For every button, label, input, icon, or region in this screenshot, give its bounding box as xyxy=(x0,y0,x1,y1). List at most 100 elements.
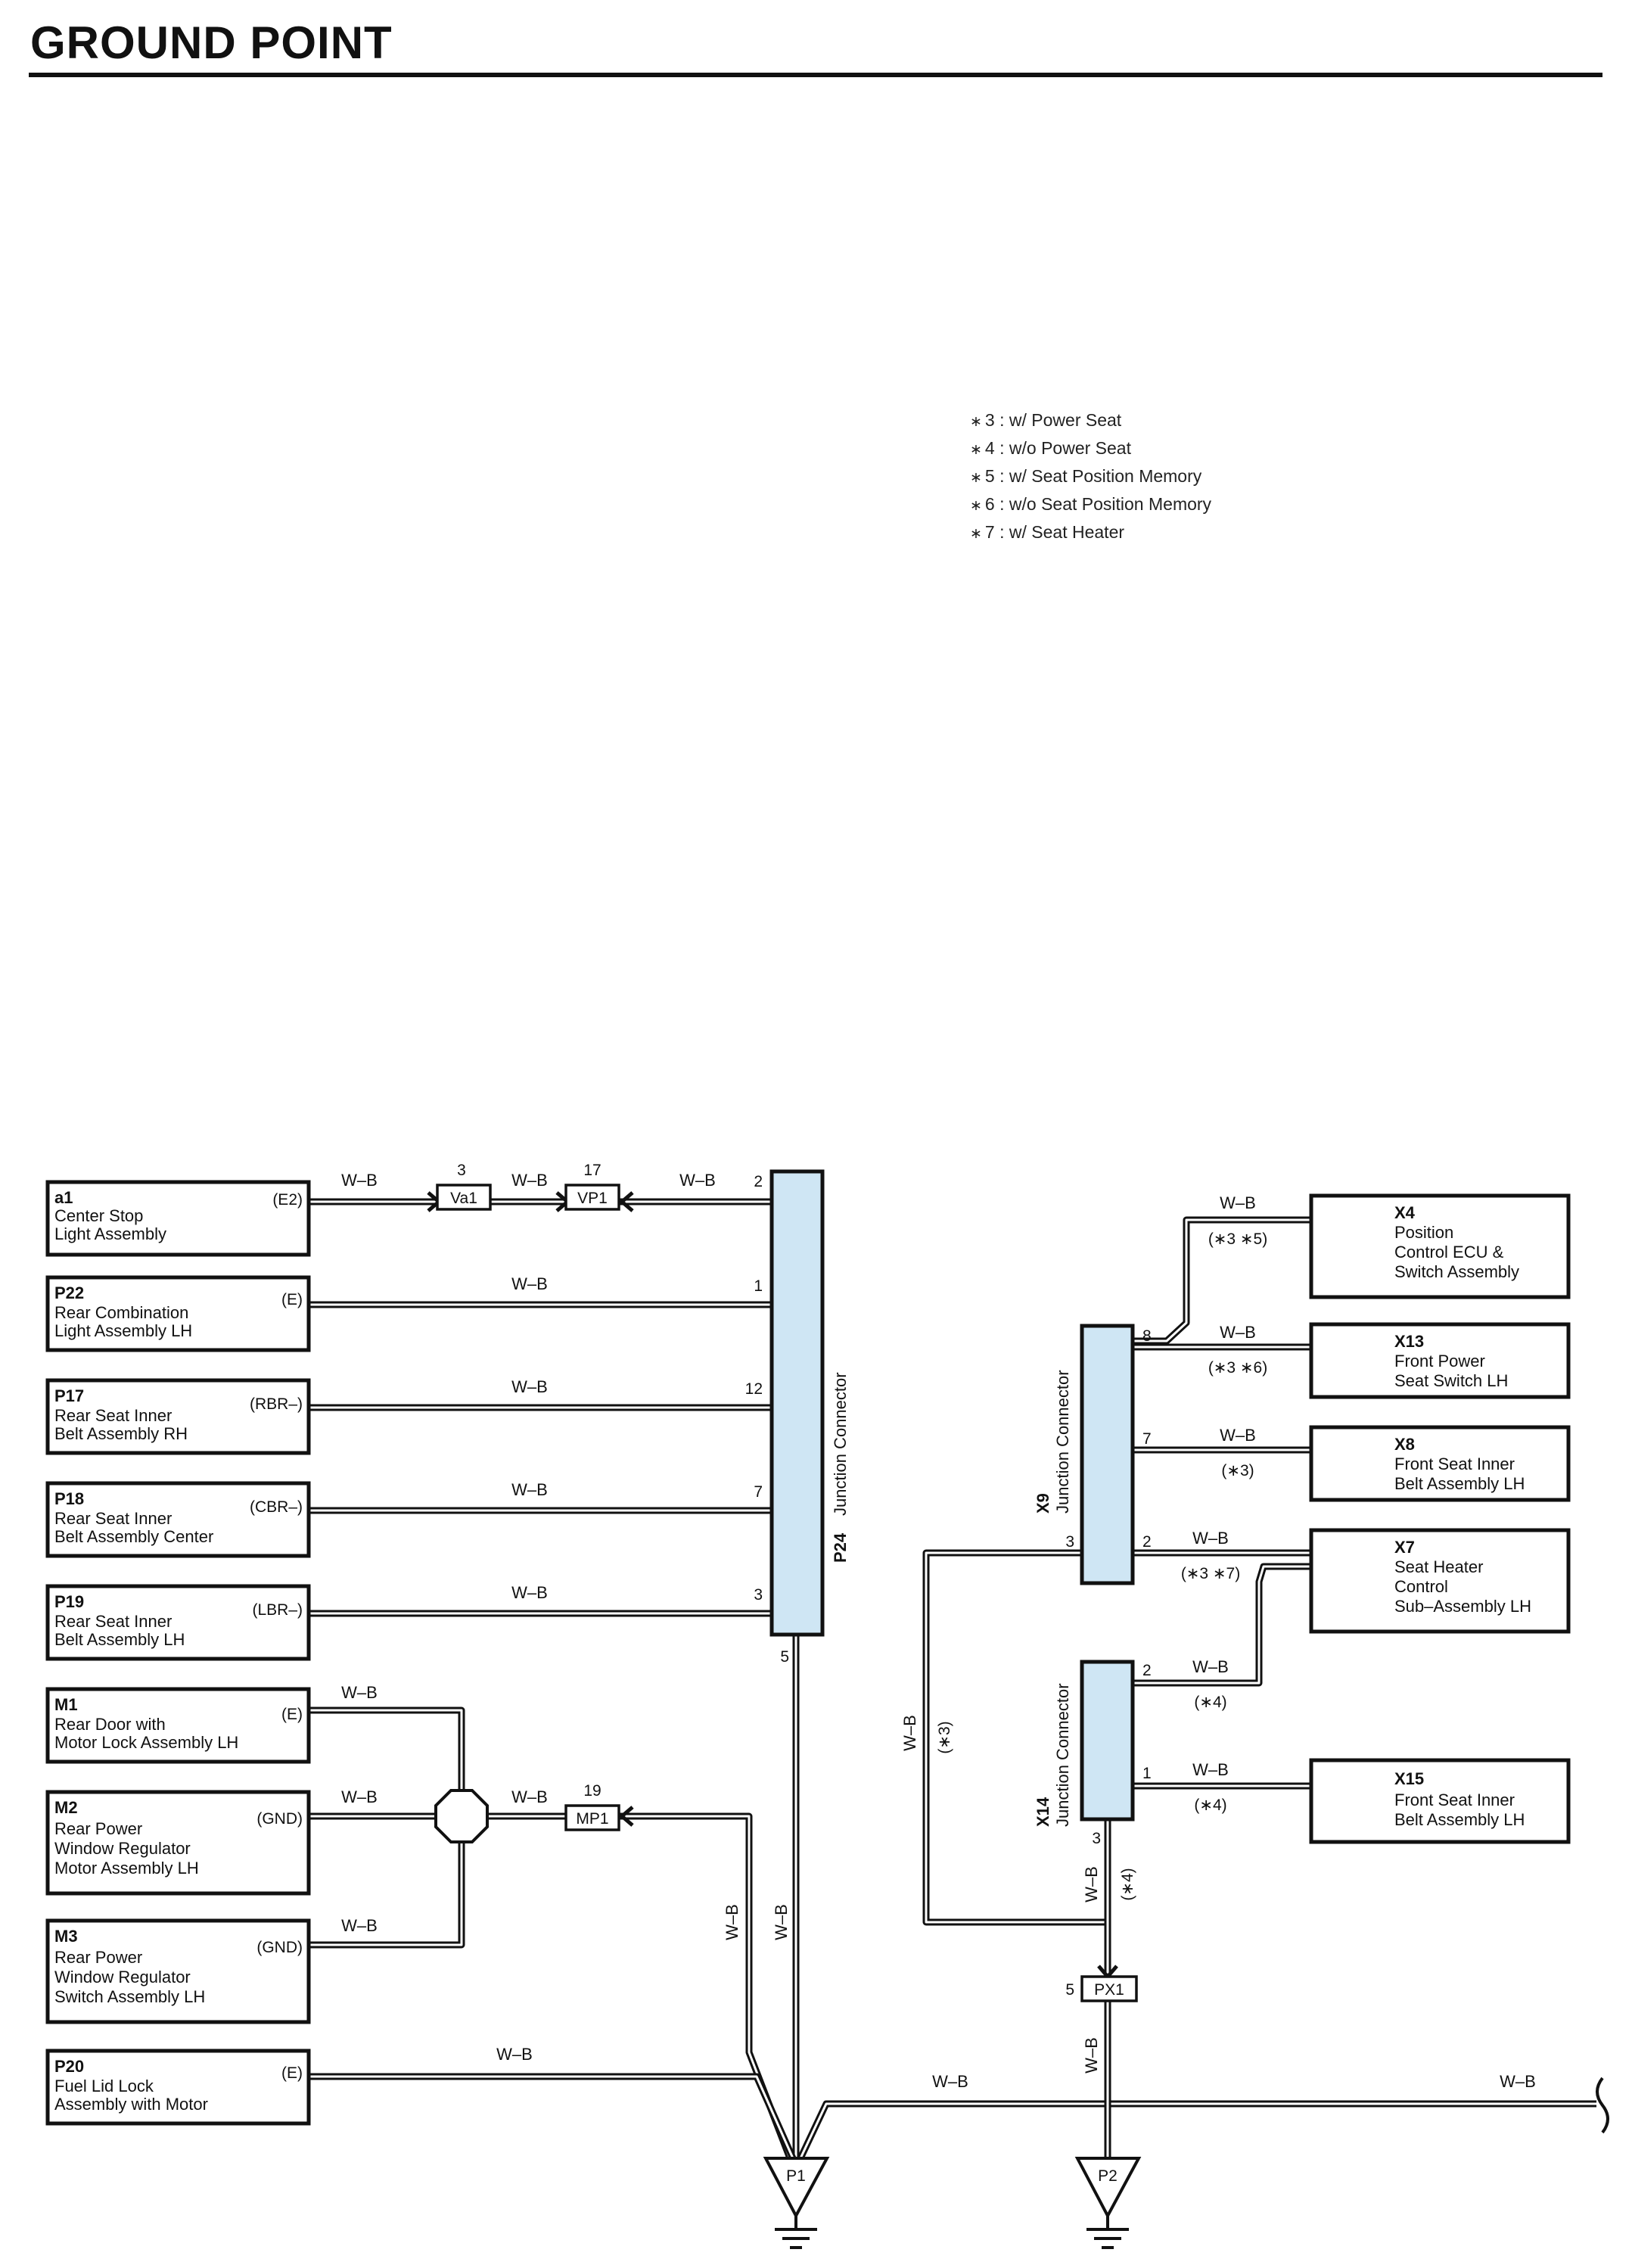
connector-label: PX1 xyxy=(1094,1981,1124,1999)
junction-connector-p24: P24 Junction Connector 2 1 12 7 3 5 xyxy=(745,1169,850,1666)
component-code: M1 xyxy=(54,1695,78,1714)
arrow-vp1-out-icon xyxy=(619,1191,634,1212)
component-desc: Belt Assembly RH xyxy=(54,1424,188,1443)
component-code: X13 xyxy=(1394,1332,1424,1351)
pin-label: 7 xyxy=(754,1483,763,1501)
component-code: P17 xyxy=(54,1386,84,1405)
component-p22: P22 Rear Combination Light Assembly LH (… xyxy=(45,1275,311,1352)
wire-color-label: W–B xyxy=(511,1583,548,1602)
connector-label: MP1 xyxy=(576,1810,608,1828)
component-desc: Window Regulator xyxy=(54,1968,191,1986)
junction-name: Junction Connector xyxy=(1053,1370,1072,1514)
component-desc: Belt Assembly LH xyxy=(54,1630,185,1649)
splice-point xyxy=(434,1789,489,1843)
component-code: M2 xyxy=(54,1798,78,1817)
component-p19: P19 Rear Seat Inner Belt Assembly LH (LB… xyxy=(45,1584,311,1661)
wire-color-label: W–B xyxy=(341,1171,378,1190)
wire-m1 xyxy=(309,1706,465,1790)
connector-pin: 3 xyxy=(457,1162,466,1179)
connector-pin: 5 xyxy=(1065,1981,1074,1999)
wire-color-label: W–B xyxy=(1192,1529,1229,1548)
component-code: P18 xyxy=(54,1489,84,1508)
page-title: GROUND POINT xyxy=(30,17,393,68)
wire-color-label: W–B xyxy=(1500,2072,1536,2091)
condition-label: (∗3) xyxy=(936,1721,953,1753)
component-desc: Control xyxy=(1394,1577,1448,1596)
component-desc: Front Seat Inner xyxy=(1394,1790,1515,1809)
wire-color-label: W–B xyxy=(1192,1760,1229,1779)
ground-label: P1 xyxy=(786,2167,806,2185)
asterisk-icon: ∗ xyxy=(970,442,982,458)
component-desc: Control ECU & xyxy=(1394,1243,1504,1262)
connector-vp1: VP1 17 xyxy=(564,1162,620,1211)
component-p20: P20 Fuel Lid Lock Assembly with Motor (E… xyxy=(45,2049,311,2126)
component-code: P22 xyxy=(54,1283,84,1302)
wire-color-label: W–B xyxy=(1082,2037,1101,2074)
terminal-label: (E) xyxy=(281,2064,303,2082)
component-code: a1 xyxy=(54,1188,73,1207)
wire-color-label: W–B xyxy=(511,1787,548,1806)
wire-p20 xyxy=(309,2073,797,2160)
connector-label: Va1 xyxy=(450,1190,477,1207)
junction-name: Junction Connector xyxy=(831,1372,850,1516)
wire-labels-vertical: W–B W–B W–B W–B W–B xyxy=(723,1715,1101,2074)
component-desc: Sub–Assembly LH xyxy=(1394,1597,1531,1616)
component-code: X15 xyxy=(1394,1769,1424,1788)
pin-label: 2 xyxy=(1142,1662,1152,1679)
condition-label: (∗3) xyxy=(1221,1462,1254,1479)
note-item: ∗4 : w/o Power Seat xyxy=(970,438,1131,458)
component-desc: Front Power xyxy=(1394,1352,1485,1370)
component-desc: Rear Door with xyxy=(54,1715,166,1734)
pin-label: 1 xyxy=(754,1277,763,1295)
note-item: ∗5 : w/ Seat Position Memory xyxy=(970,466,1202,486)
junction-connector-x14: X14 Junction Connector 2 1 3 xyxy=(1034,1660,1152,1847)
terminal-label: (E) xyxy=(281,1706,303,1723)
component-code: X7 xyxy=(1394,1538,1415,1557)
connector-px1: PX1 5 xyxy=(1065,1975,1138,2002)
component-x13: X13 Front Power Seat Switch LH xyxy=(1309,1322,1571,1399)
wire-color-label: W–B xyxy=(772,1904,791,1940)
component-desc: Assembly with Motor xyxy=(54,2095,208,2114)
component-x15: X15 Front Seat Inner Belt Assembly LH xyxy=(1309,1758,1571,1844)
condition-label: (∗4) xyxy=(1194,1797,1226,1814)
wire-labels: W–B W–B W–B W–B W–B W–B W–B W–B W–B W–B … xyxy=(341,1171,1536,2091)
pin-label: 1 xyxy=(1142,1765,1152,1782)
junction-code: X14 xyxy=(1034,1797,1052,1827)
wire-x4 xyxy=(1108,1216,1311,1345)
component-desc: Window Regulator xyxy=(54,1839,191,1858)
junction-code: P24 xyxy=(831,1532,850,1563)
component-p17: P17 Rear Seat Inner Belt Assembly RH (RB… xyxy=(45,1378,311,1455)
connector-mp1: MP1 19 xyxy=(564,1782,620,1831)
wire-color-label: W–B xyxy=(1192,1657,1229,1676)
wire-color-label: W–B xyxy=(1082,1866,1101,1902)
component-m2: M2 Rear Power Window Regulator Motor Ass… xyxy=(45,1790,311,1896)
component-desc: Seat Heater xyxy=(1394,1557,1483,1576)
wire-x7-x14 xyxy=(1108,1563,1311,1687)
component-desc: Rear Seat Inner xyxy=(54,1509,172,1528)
wire-color-label: W–B xyxy=(341,1683,378,1702)
component-desc: Light Assembly LH xyxy=(54,1321,192,1340)
pin-label: 12 xyxy=(745,1380,763,1398)
component-desc: Belt Assembly LH xyxy=(1394,1474,1525,1493)
component-desc: Rear Seat Inner xyxy=(54,1612,172,1631)
wire-mp1-p1 xyxy=(619,1812,794,2160)
condition-label: (∗3 ∗6) xyxy=(1208,1359,1267,1377)
component-code: X8 xyxy=(1394,1435,1415,1454)
junction-connector-x9: X9 Junction Connector 8 7 3 2 xyxy=(1034,1324,1152,1585)
terminal-label: (GND) xyxy=(256,1810,303,1828)
arrow-mp1-icon xyxy=(619,1806,634,1827)
component-desc: Rear Power xyxy=(54,1819,142,1838)
pin-label: 3 xyxy=(754,1586,763,1604)
asterisk-icon: ∗ xyxy=(970,414,982,430)
component-desc: Fuel Lid Lock xyxy=(54,2077,154,2095)
pin-label: 2 xyxy=(1142,1533,1152,1551)
junction-code: X9 xyxy=(1034,1493,1052,1514)
component-code: X4 xyxy=(1394,1203,1416,1222)
ground-point-p1: P1 xyxy=(763,2157,830,2249)
terminal-label: (LBR–) xyxy=(252,1601,303,1619)
component-p18: P18 Rear Seat Inner Belt Assembly Center… xyxy=(45,1481,311,1558)
connector-pin: 17 xyxy=(583,1162,601,1179)
wire-color-label: W–B xyxy=(341,1787,378,1806)
component-code: P19 xyxy=(54,1592,84,1611)
